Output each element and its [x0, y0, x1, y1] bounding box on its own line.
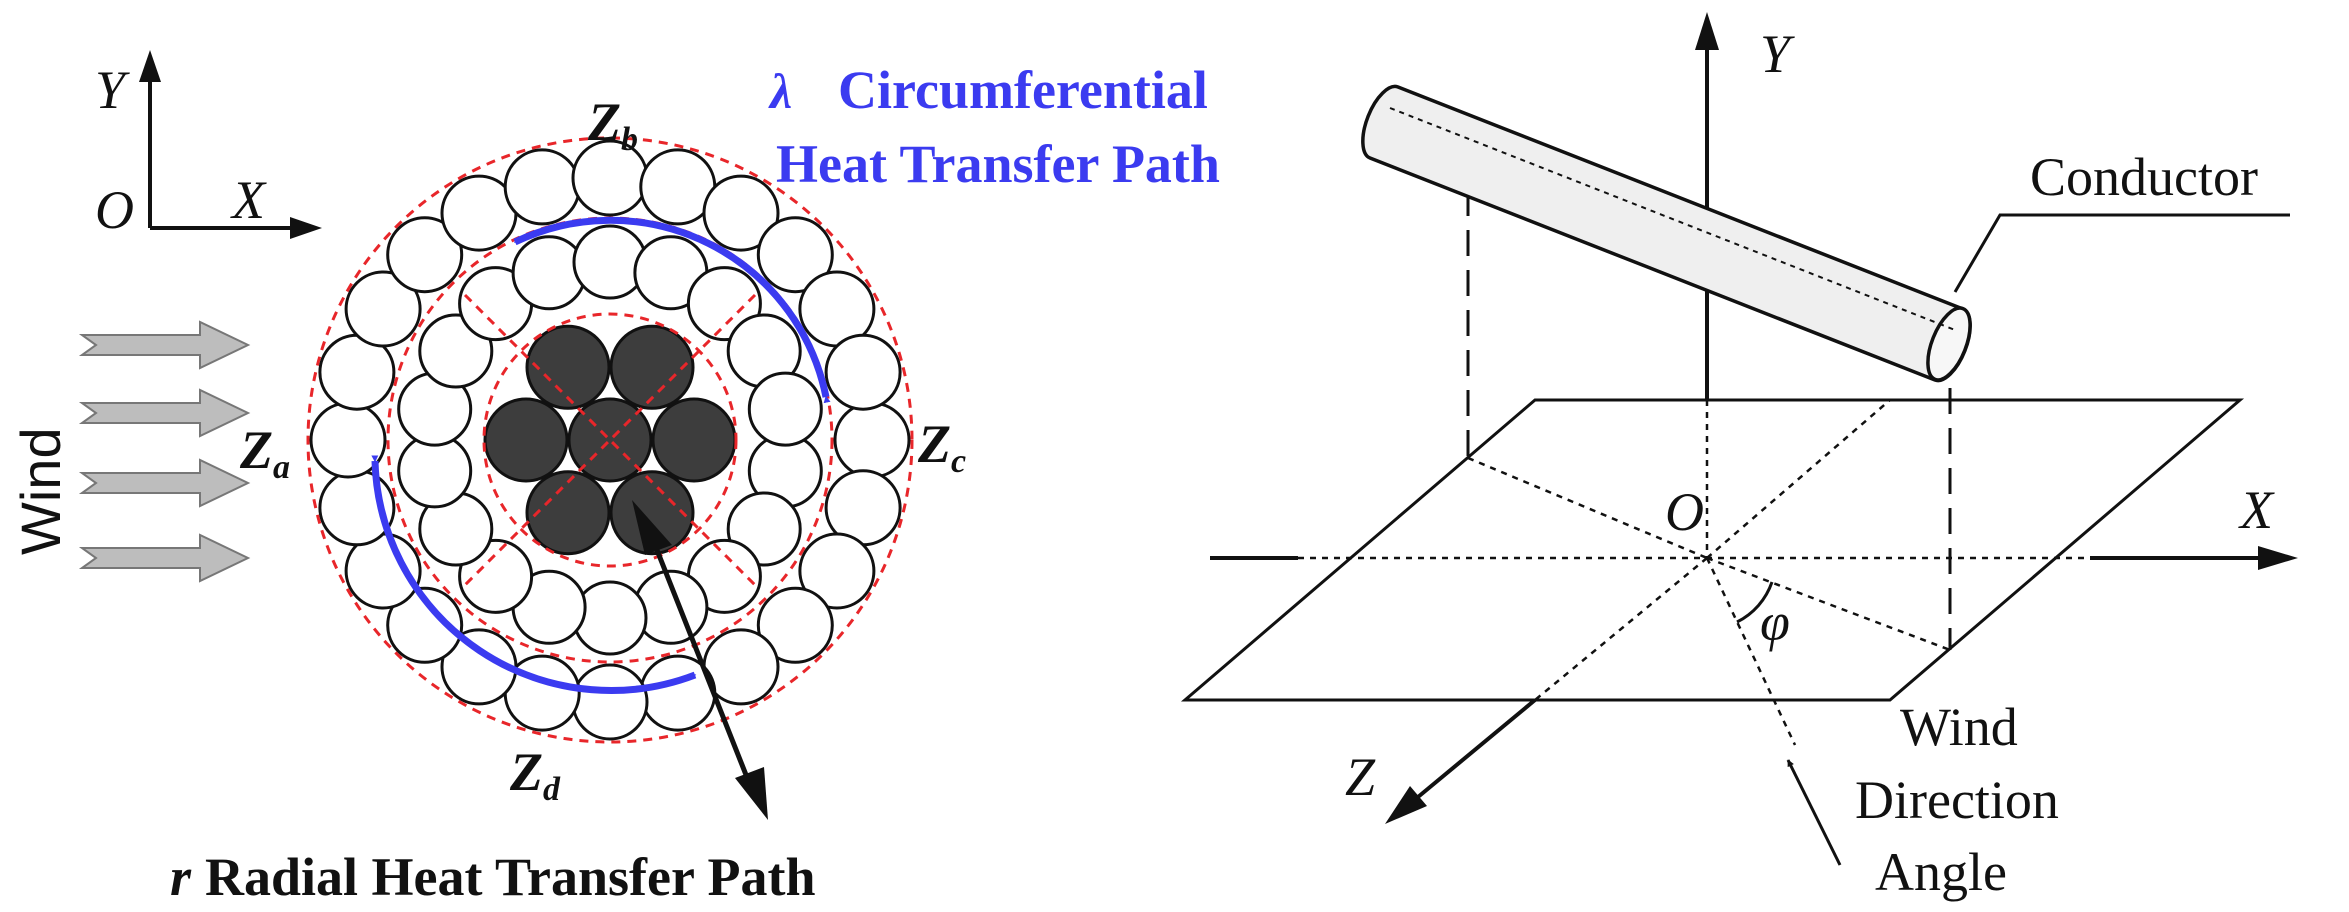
left-y-arrowhead: [139, 50, 161, 82]
z-axis-on-plane: [1534, 557, 1708, 701]
outer-strand: [503, 148, 581, 226]
wind-angle-leader: [1786, 759, 1842, 866]
inner-strand: [747, 371, 823, 447]
conductor-cylinder: [1361, 84, 1972, 383]
right-x-label: X: [2238, 480, 2275, 540]
right-x-arrowhead: [2258, 546, 2298, 570]
wind-angle-arc: [1736, 581, 1774, 624]
wind-direction-label-line1: Wind: [1900, 697, 2018, 757]
outer-strand: [386, 216, 464, 294]
zone-label-d: Zd: [509, 742, 561, 808]
wind-direction-label-line2: Direction: [1855, 770, 2059, 830]
radial-arrowhead-outer: [735, 767, 768, 820]
radial-path-line: [652, 544, 755, 791]
wind-arrow: [78, 533, 251, 583]
right-y-arrowhead: [1695, 12, 1719, 50]
left-x-arrowhead: [290, 217, 322, 239]
conductor-cross-section: [309, 139, 911, 741]
circumferential-label-line1: Circumferential: [838, 60, 1208, 120]
outer-strand: [344, 270, 422, 348]
right-z-label: Z: [1345, 747, 1376, 807]
left-x-label: X: [230, 170, 267, 230]
lambda-symbol: λ: [768, 63, 792, 119]
outer-boundary-ring: [306, 136, 914, 744]
conductor-end-cap: [1926, 306, 1972, 382]
outer-strand: [824, 333, 902, 411]
core-strand: [651, 397, 737, 483]
conductor-highlight: [1389, 107, 1956, 331]
circumferential-arc-top: [513, 216, 831, 404]
projection-line-right: [1706, 556, 1951, 652]
wind-arrows: [78, 320, 251, 583]
wind-angle-symbol: φ: [1760, 592, 1790, 652]
right-panel: Y X Z O φ Conductor Wind Direction Angle: [1180, 12, 2298, 902]
zone-divider: [463, 293, 757, 587]
outer-strand: [756, 586, 834, 664]
conductor-body: [1361, 84, 1972, 383]
drop-lines: [1466, 150, 1952, 650]
zone-label-c: Zc: [917, 414, 966, 480]
outer-strand: [571, 663, 649, 741]
radial-arrowhead-inner: [632, 500, 672, 555]
zone-label-a: Za: [239, 420, 290, 486]
wind-direction-line: [1705, 557, 1797, 746]
outer-strand: [798, 532, 876, 610]
circumferential-paths: [371, 216, 831, 694]
radial-path-arrow: [632, 500, 768, 820]
wind-label: Wind: [9, 427, 72, 555]
right-z-axis: [1416, 698, 1537, 799]
right-origin-label: O: [1665, 482, 1704, 542]
zone-label-b: Zb: [587, 92, 638, 158]
core-strand: [483, 397, 569, 483]
conductor-leader-line: [1953, 213, 2290, 293]
left-origin-label: O: [95, 180, 134, 240]
circumferential-arc-bottom: [371, 455, 697, 694]
wind-arrow: [78, 388, 251, 438]
circumferential-label-line2: Heat Transfer Path: [776, 134, 1220, 194]
left-panel: Y X O Wind: [9, 50, 1220, 907]
right-z-arrowhead: [1385, 786, 1427, 824]
wind-direction-label-line3: Angle: [1875, 842, 2007, 902]
left-y-label: Y: [95, 60, 130, 120]
right-y-label: Y: [1760, 24, 1795, 84]
right-axes: [1210, 12, 2298, 824]
conductor-label: Conductor: [2030, 147, 2258, 207]
wind-arrow: [78, 458, 251, 508]
zone-labels: Zb Za Zc Zd: [239, 92, 966, 808]
ground-plane: [1180, 398, 2245, 702]
conductor-projection-diagonal: [1706, 399, 1891, 559]
wind-arrow: [78, 320, 251, 370]
left-axes: Y X O: [95, 50, 322, 240]
outer-strand: [833, 401, 911, 479]
